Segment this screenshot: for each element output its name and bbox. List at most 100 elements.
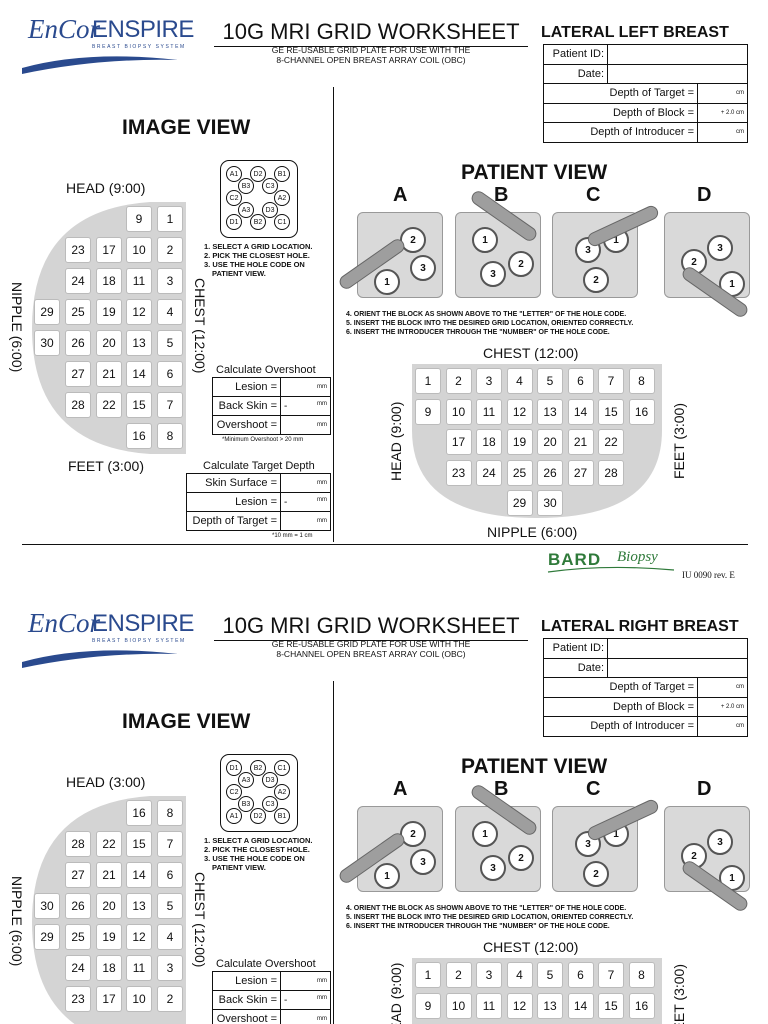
grid-cell[interactable]: 25 xyxy=(65,924,91,950)
overshoot-field[interactable]: mm xyxy=(280,415,331,435)
grid-cell[interactable]: 25 xyxy=(65,299,91,325)
grid-cell[interactable]: 17 xyxy=(96,237,122,263)
date-field[interactable] xyxy=(607,657,748,678)
grid-cell[interactable]: 23 xyxy=(65,986,91,1012)
grid-cell[interactable]: 13 xyxy=(126,330,152,356)
grid-cell[interactable]: 22 xyxy=(598,429,624,455)
grid-cell[interactable]: 18 xyxy=(96,268,122,294)
grid-cell[interactable]: 6 xyxy=(157,862,183,888)
grid-cell[interactable]: 1 xyxy=(415,962,441,988)
grid-cell[interactable]: 10 xyxy=(126,986,152,1012)
grid-cell[interactable]: 25 xyxy=(506,459,533,486)
grid-cell[interactable]: 14 xyxy=(126,361,152,387)
grid-cell[interactable]: 10 xyxy=(445,992,472,1019)
grid-cell[interactable]: 3 xyxy=(157,955,183,981)
grid-cell[interactable]: 2 xyxy=(157,237,183,263)
overshoot-field[interactable]: mm xyxy=(280,1009,331,1024)
grid-cell[interactable]: 1 xyxy=(415,368,441,394)
grid-cell[interactable]: 28 xyxy=(598,459,624,486)
grid-cell[interactable]: 4 xyxy=(506,962,533,988)
grid-cell[interactable]: 27 xyxy=(567,459,594,486)
depth-of-target-field[interactable]: mm xyxy=(280,511,331,531)
grid-cell[interactable]: 11 xyxy=(476,992,502,1019)
depth-introducer-field[interactable]: cm xyxy=(697,716,748,737)
grid-cell[interactable]: 4 xyxy=(157,924,183,950)
grid-cell[interactable]: 3 xyxy=(476,962,502,988)
grid-cell[interactable]: 17 xyxy=(96,986,122,1012)
grid-cell[interactable]: 8 xyxy=(628,368,655,394)
skin-surface-field[interactable]: mm xyxy=(280,473,331,493)
grid-cell[interactable]: 12 xyxy=(506,992,533,1019)
grid-cell[interactable]: 9 xyxy=(415,992,441,1019)
grid-cell[interactable]: 5 xyxy=(537,962,563,988)
grid-cell[interactable]: 11 xyxy=(126,955,152,981)
grid-cell[interactable]: 30 xyxy=(34,330,60,356)
grid-cell[interactable]: 28 xyxy=(65,392,91,418)
grid-cell[interactable]: 21 xyxy=(96,361,122,387)
grid-cell[interactable]: 16 xyxy=(628,992,655,1019)
depth-introducer-field[interactable]: cm xyxy=(697,122,748,143)
grid-cell[interactable]: 20 xyxy=(96,330,122,356)
grid-cell[interactable]: 11 xyxy=(476,398,502,425)
back-skin-field[interactable]: -mm xyxy=(280,990,331,1010)
grid-cell[interactable]: 6 xyxy=(157,361,183,387)
grid-cell[interactable]: 4 xyxy=(506,368,533,394)
grid-cell[interactable]: 11 xyxy=(126,268,152,294)
grid-cell[interactable]: 10 xyxy=(445,398,472,425)
grid-cell[interactable]: 27 xyxy=(65,361,91,387)
grid-cell[interactable]: 8 xyxy=(628,962,655,988)
grid-cell[interactable]: 30 xyxy=(34,893,60,919)
grid-cell[interactable]: 7 xyxy=(598,368,624,394)
grid-cell[interactable]: 24 xyxy=(476,459,502,486)
grid-cell[interactable]: 14 xyxy=(126,862,152,888)
grid-cell[interactable]: 7 xyxy=(157,392,183,418)
grid-cell[interactable]: 19 xyxy=(506,429,533,455)
grid-cell[interactable]: 30 xyxy=(537,490,563,516)
grid-cell[interactable]: 9 xyxy=(415,398,441,425)
depth-target-field[interactable]: cm xyxy=(697,677,748,698)
grid-cell[interactable]: 21 xyxy=(567,429,594,455)
grid-cell[interactable]: 29 xyxy=(34,299,60,325)
lesion-field[interactable]: mm xyxy=(280,377,331,397)
grid-cell[interactable]: 16 xyxy=(126,800,152,826)
grid-cell[interactable]: 14 xyxy=(567,992,594,1019)
grid-cell[interactable]: 19 xyxy=(96,924,122,950)
grid-cell[interactable]: 2 xyxy=(445,368,472,394)
grid-cell[interactable]: 28 xyxy=(65,831,91,857)
grid-cell[interactable]: 24 xyxy=(65,955,91,981)
grid-cell[interactable]: 18 xyxy=(96,955,122,981)
grid-cell[interactable]: 12 xyxy=(126,924,152,950)
depth-target-field[interactable]: cm xyxy=(697,83,748,104)
grid-cell[interactable]: 20 xyxy=(96,893,122,919)
grid-cell[interactable]: 29 xyxy=(506,490,533,516)
date-field[interactable] xyxy=(607,63,748,84)
grid-cell[interactable]: 5 xyxy=(157,330,183,356)
grid-cell[interactable]: 27 xyxy=(65,862,91,888)
grid-cell[interactable]: 18 xyxy=(476,429,502,455)
grid-cell[interactable]: 12 xyxy=(126,299,152,325)
grid-cell[interactable]: 2 xyxy=(157,986,183,1012)
grid-cell[interactable]: 26 xyxy=(65,893,91,919)
grid-cell[interactable]: 10 xyxy=(126,237,152,263)
back-skin-field[interactable]: -mm xyxy=(280,396,331,416)
grid-cell[interactable]: 24 xyxy=(65,268,91,294)
grid-cell[interactable]: 29 xyxy=(34,924,60,950)
grid-cell[interactable]: 16 xyxy=(126,423,152,449)
grid-cell[interactable]: 6 xyxy=(567,368,594,394)
grid-cell[interactable]: 12 xyxy=(506,398,533,425)
grid-cell[interactable]: 5 xyxy=(157,893,183,919)
grid-cell[interactable]: 22 xyxy=(96,831,122,857)
grid-cell[interactable]: 15 xyxy=(126,831,152,857)
grid-cell[interactable]: 2 xyxy=(445,962,472,988)
grid-cell[interactable]: 3 xyxy=(157,268,183,294)
grid-cell[interactable]: 15 xyxy=(598,992,624,1019)
grid-cell[interactable]: 13 xyxy=(537,992,563,1019)
grid-cell[interactable]: 5 xyxy=(537,368,563,394)
target-lesion-field[interactable]: -mm xyxy=(280,492,331,512)
grid-cell[interactable]: 6 xyxy=(567,962,594,988)
grid-cell[interactable]: 8 xyxy=(157,423,183,449)
lesion-field[interactable]: mm xyxy=(280,971,331,991)
grid-cell[interactable]: 8 xyxy=(157,800,183,826)
grid-cell[interactable]: 23 xyxy=(445,459,472,486)
grid-cell[interactable]: 13 xyxy=(126,893,152,919)
